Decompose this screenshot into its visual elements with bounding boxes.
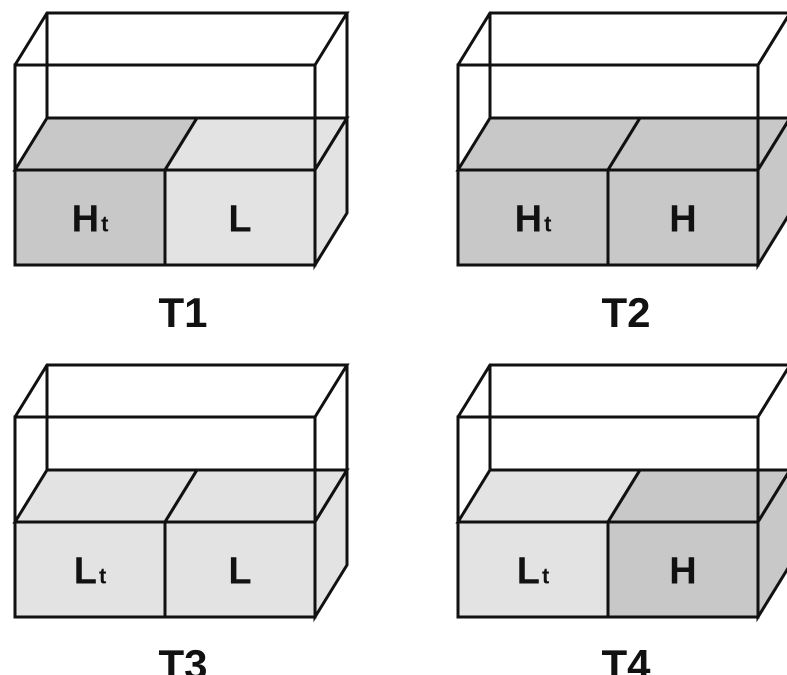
tank-top-rim [13,363,350,418]
cell-letter: L [74,551,97,593]
cell-front-right [606,168,760,267]
tank-front-upper [456,63,760,172]
panel-label: T1 [158,289,207,336]
cell-subscript: t [99,564,107,589]
cell-letter: H [515,199,542,241]
cell-label-left: Ht [72,199,109,241]
cell-front-right [606,520,760,619]
tank-front-upper [13,415,317,524]
cell-label-right: L [228,551,251,593]
cell-letter: L [517,551,540,593]
cell-letter: H [669,199,696,241]
tank-panel-t1: Ht L T1 [12,11,350,336]
panel-label: T3 [158,641,207,675]
cell-label-left: Lt [74,551,107,593]
tank-panel-t4: Lt H T4 [455,363,787,675]
panel-label: T2 [601,289,650,336]
tank-top-rim [13,11,350,66]
water-surface-right [605,468,787,524]
tank-top-rim [456,363,787,418]
cell-front-left [456,168,610,267]
cell-subscript: t [542,564,550,589]
cell-label-right: H [669,199,696,241]
tank-front-upper [456,415,760,524]
cell-front-right [163,168,317,267]
cell-letter: H [72,199,99,241]
panel-label: T4 [601,641,651,675]
water-surface-right [605,116,787,172]
cell-letter: H [669,551,696,593]
cell-letter: L [228,199,251,241]
cell-subscript: t [101,212,109,237]
cell-subscript: t [544,212,552,237]
cell-label-left: Lt [517,551,550,593]
cell-label-left: Ht [515,199,552,241]
cell-label-right: L [228,199,251,241]
cell-front-left [13,520,167,619]
tank-front-upper [13,63,317,172]
tank-top-rim [456,11,787,66]
cell-letter: L [228,551,251,593]
cell-label-right: H [669,551,696,593]
cell-front-left [456,520,610,619]
